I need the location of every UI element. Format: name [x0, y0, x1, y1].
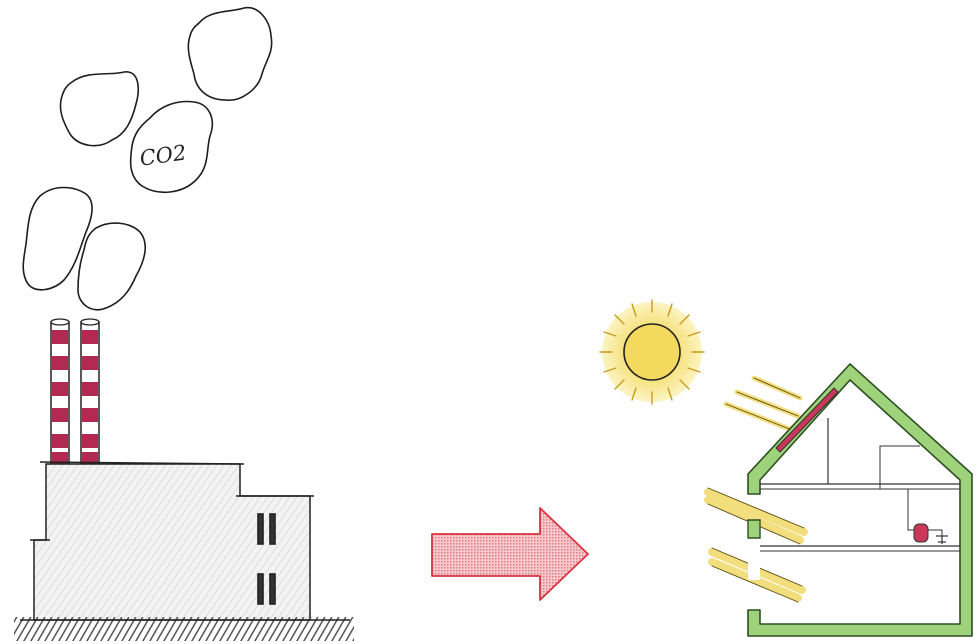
factory-window — [270, 574, 275, 604]
smoke-cloud — [60, 72, 138, 146]
interior-pipe — [908, 489, 918, 530]
transition-arrow — [432, 508, 588, 600]
boiler — [914, 524, 928, 542]
factory-scene: CO2 — [14, 8, 354, 641]
sun — [600, 300, 704, 404]
house-wall-segment — [748, 556, 760, 580]
factory-window — [270, 514, 275, 544]
factory-window — [258, 514, 263, 544]
sun-disc — [624, 324, 680, 380]
faucet-icon — [936, 536, 948, 544]
smoke-cloud — [188, 8, 271, 101]
interior-pipe — [880, 446, 920, 489]
interior-pipe — [928, 530, 942, 536]
chimney-right — [81, 319, 99, 464]
house-wall-segment — [748, 520, 760, 538]
light-beam — [726, 378, 800, 430]
factory-window — [258, 574, 263, 604]
smoke-cloud — [78, 223, 145, 310]
solar-panel — [776, 388, 838, 452]
chimney-left — [51, 319, 69, 464]
